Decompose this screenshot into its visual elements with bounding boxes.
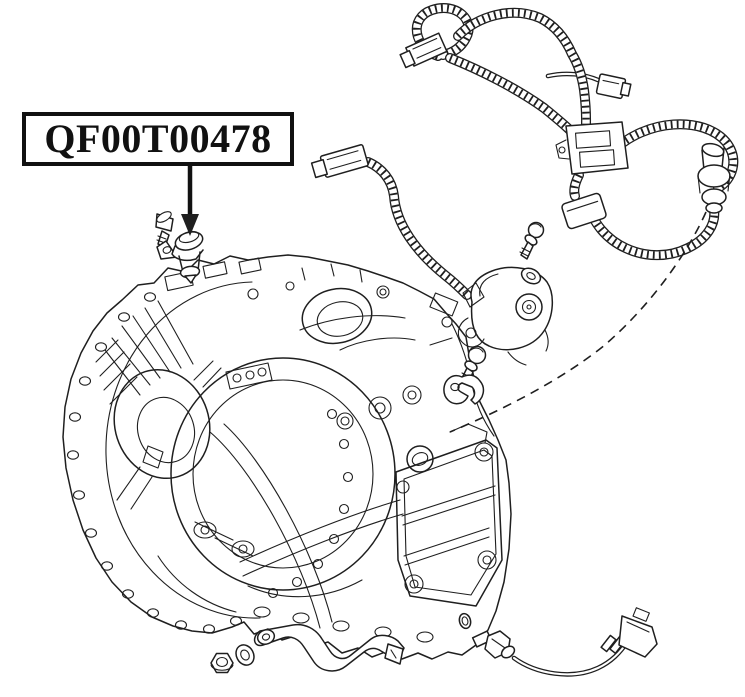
o-ring: [458, 612, 472, 630]
switch-bolt: [519, 221, 545, 260]
corrugated-tube-loop: [411, 3, 474, 61]
washer: [235, 644, 255, 666]
switch-harness-connector: [310, 144, 369, 179]
manual-lever: [253, 623, 405, 672]
corrugated-tube-trunk: [445, 53, 585, 146]
part-number-callout: QF00T00478: [22, 112, 294, 166]
callout-arrow: [181, 166, 199, 236]
harness-branch-connector: [595, 73, 632, 100]
rib-fan: [95, 300, 194, 405]
temperature-sensor-pigtail: [458, 607, 658, 677]
bore-bolt-holes: [267, 408, 354, 599]
corrugated-tube-upper: [453, 7, 592, 143]
retainer-clip: [443, 374, 485, 405]
harness-loop-connector: [399, 32, 448, 69]
part-number-label: QF00T00478: [44, 116, 272, 161]
speed-sensor: [156, 230, 204, 284]
corrugated-tube-relay-stub: [569, 170, 584, 201]
sensor-bolt: [155, 211, 174, 248]
harness-relay-box: [561, 192, 607, 230]
transmission-case: [62, 254, 512, 660]
harness-bracket: [555, 121, 629, 175]
inhibitor-switch: [457, 266, 553, 366]
lock-nut: [210, 652, 234, 674]
round-connector: [697, 142, 731, 214]
flange-bolt-holes: [66, 292, 243, 634]
corrugated-tube-lower-loop: [583, 197, 720, 261]
corrugated-tube-switch-branch: [363, 157, 472, 300]
wiring-harness: [310, 3, 739, 300]
